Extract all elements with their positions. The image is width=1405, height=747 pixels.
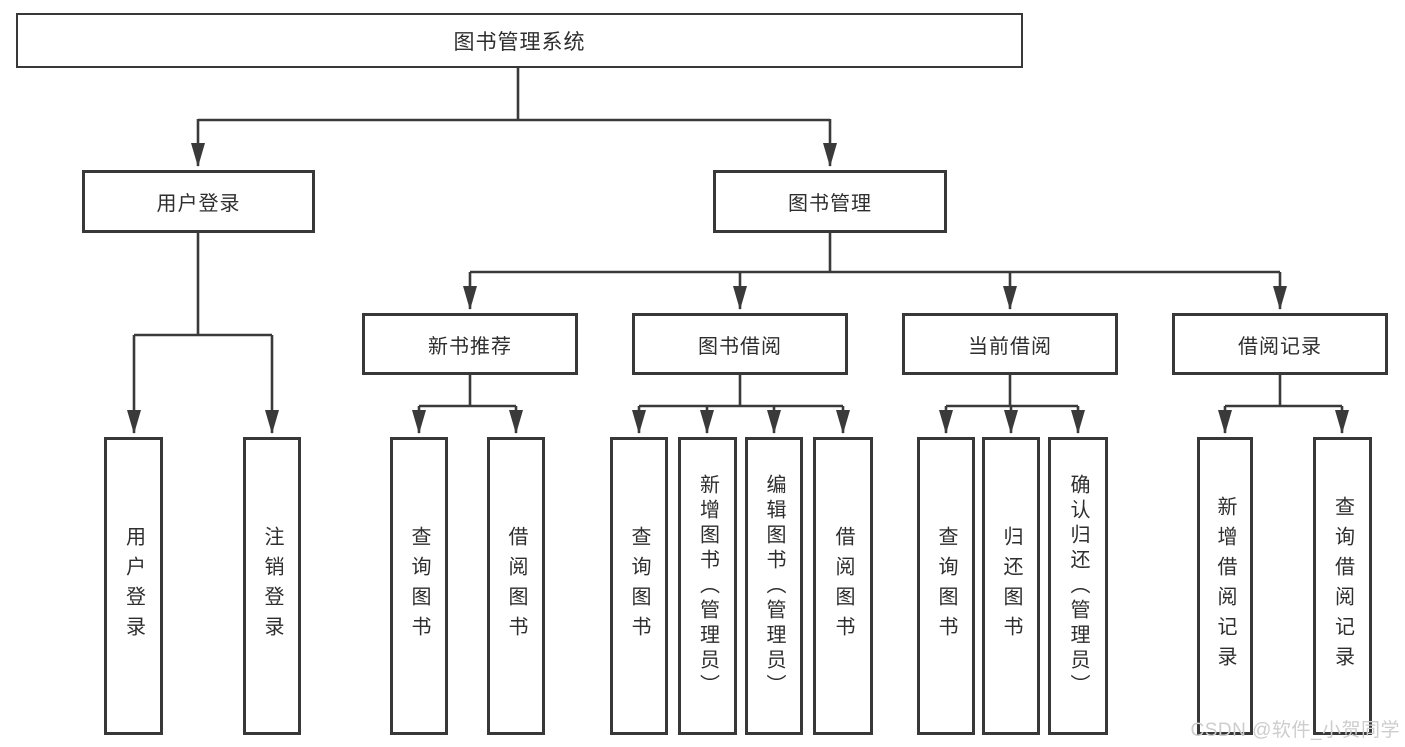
node-current-borrow: 当前借阅 xyxy=(902,313,1118,375)
csdn-watermark: CSDN @软件_小贺同学 xyxy=(1190,720,1400,741)
node-label: 图书管理 xyxy=(788,193,872,215)
node-book-borrow: 图书借阅 xyxy=(632,313,848,375)
node-label: 确认归还（管理员） xyxy=(1067,473,1089,699)
leaf-bb-borrow-book: 借阅图书 xyxy=(813,437,873,735)
node-label: 查询借阅记录 xyxy=(1331,496,1354,676)
node-label: 借阅图书 xyxy=(832,526,854,646)
node-label: 借阅记录 xyxy=(1238,335,1322,358)
leaf-logout: 注销登录 xyxy=(243,437,301,735)
leaf-cb-query-book: 查询图书 xyxy=(917,437,975,735)
leaf-bb-query-book: 查询图书 xyxy=(610,437,668,735)
leaf-bb-edit-book-admin: 编辑图书（管理员） xyxy=(745,437,803,735)
node-label: 当前借阅 xyxy=(968,335,1052,358)
leaf-br-query-record: 查询借阅记录 xyxy=(1313,437,1372,735)
node-user-login: 用户登录 xyxy=(82,170,315,233)
leaf-nbr-borrow-book: 借阅图书 xyxy=(487,437,545,735)
node-label: 编辑图书（管理员） xyxy=(763,473,785,699)
node-label: 查询图书 xyxy=(628,526,650,646)
node-label: 用户登录 xyxy=(122,526,145,646)
node-label: 查询图书 xyxy=(408,526,430,646)
node-label: 图书借阅 xyxy=(698,335,782,358)
node-label: 借阅图书 xyxy=(505,526,527,646)
node-new-book-recommend: 新书推荐 xyxy=(362,313,578,375)
node-label: 图书管理系统 xyxy=(453,30,586,54)
node-label: 用户登录 xyxy=(156,193,241,215)
leaf-bb-add-book-admin: 新增图书（管理员） xyxy=(678,437,737,735)
leaf-cb-return-book: 归还图书 xyxy=(982,437,1040,735)
leaf-br-add-record: 新增借阅记录 xyxy=(1197,437,1253,735)
leaf-cb-confirm-return-admin: 确认归还（管理员） xyxy=(1048,437,1108,735)
node-label: 新书推荐 xyxy=(428,335,512,358)
leaf-user-login: 用户登录 xyxy=(104,437,163,735)
leaf-nbr-query-book: 查询图书 xyxy=(390,437,448,735)
node-library-management-system: 图书管理系统 xyxy=(16,13,1023,68)
node-label: 新增借阅记录 xyxy=(1214,496,1236,676)
node-label: 新增图书（管理员） xyxy=(696,473,719,699)
node-label: 注销登录 xyxy=(261,526,283,646)
node-borrow-records: 借阅记录 xyxy=(1172,313,1388,375)
node-label: 归还图书 xyxy=(1000,526,1022,646)
node-label: 查询图书 xyxy=(935,526,957,646)
node-book-management: 图书管理 xyxy=(713,170,947,233)
